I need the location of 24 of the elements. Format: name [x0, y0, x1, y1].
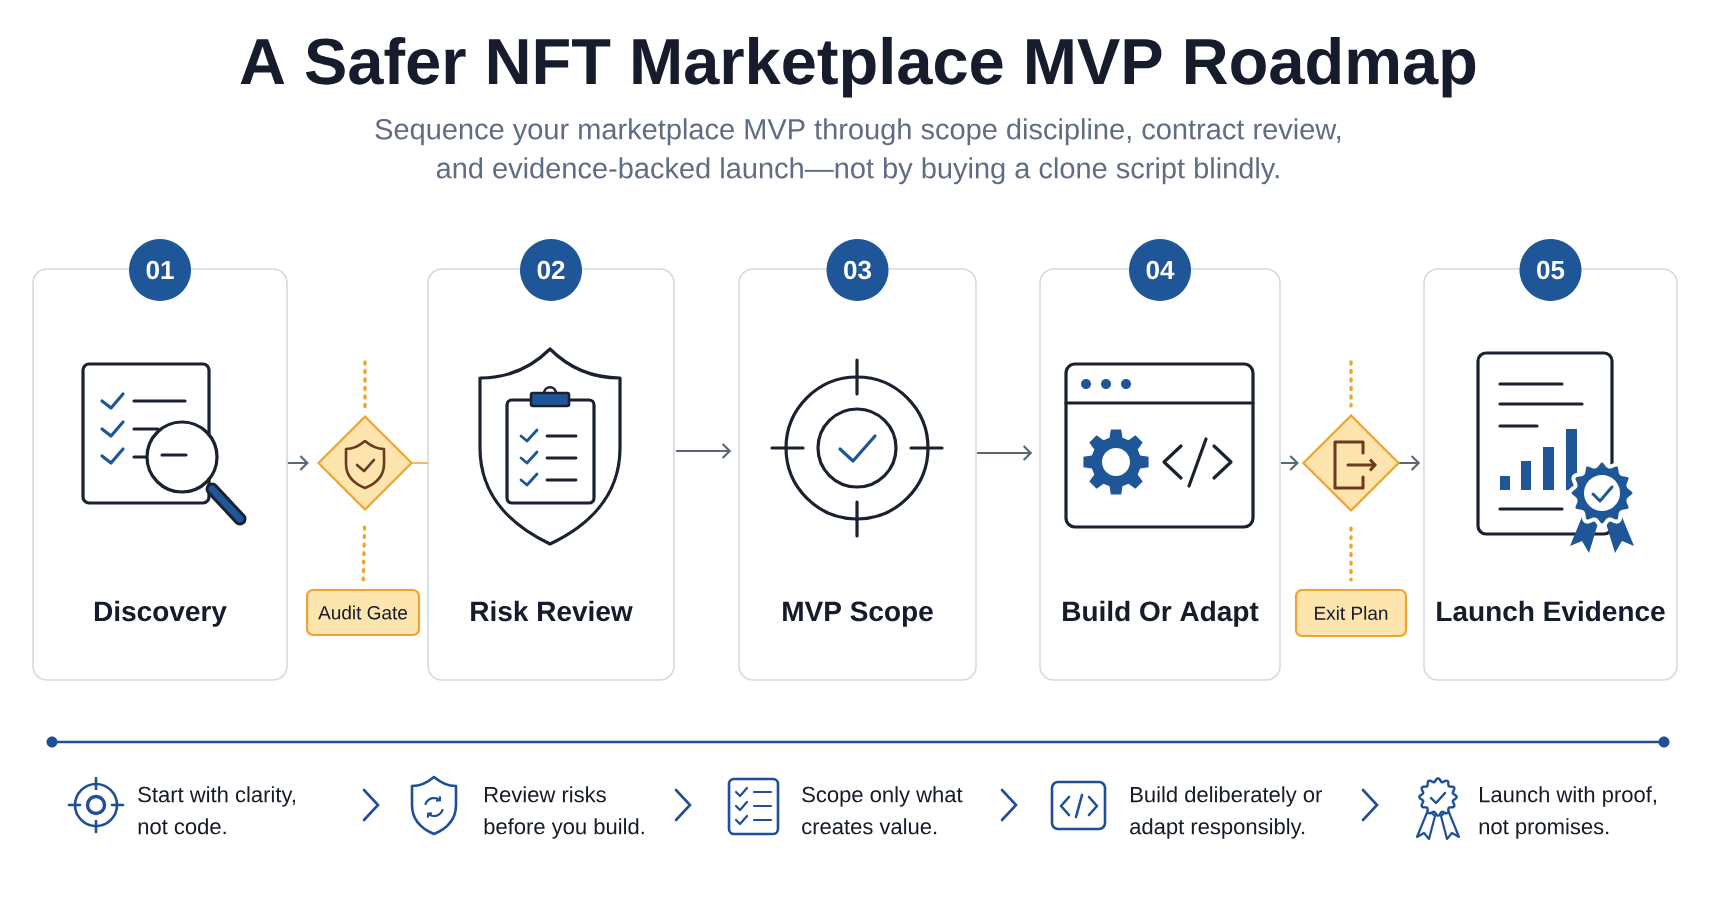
- arrow: [976, 445, 1033, 461]
- dotted-line: [361, 525, 367, 582]
- summary-text: Scope only what creates value.: [802, 786, 963, 835]
- summary-text: Review risks before you build.: [484, 786, 644, 839]
- dotted-line: [1349, 526, 1353, 582]
- summary-text: Build deliberately or adapt responsibly.: [1130, 786, 1322, 839]
- gate-tag: Exit Plan: [1294, 588, 1408, 638]
- arrow: [287, 455, 309, 471]
- arrow: [1280, 455, 1299, 471]
- arrow: [675, 443, 732, 459]
- title: A Safer NFT Marketplace MVP Roadmap: [240, 36, 1476, 98]
- subtitle: Sequence your marketplace MVP through scope discipline, contract review, and evidence-backed launch—not by buying a clone script blindly.: [375, 118, 1341, 185]
- arrow: [1399, 455, 1421, 471]
- dotted-line: [363, 360, 367, 409]
- number-badge: 01: [129, 239, 191, 301]
- connector-line: [412, 462, 428, 464]
- summary-text: Launch with proof, not promises.: [1479, 786, 1656, 839]
- number-badge: 05: [1519, 239, 1582, 301]
- number-badge: 03: [826, 239, 889, 301]
- dotted-line: [1349, 360, 1353, 408]
- summary-text: Start with clarity, not code.: [138, 786, 295, 835]
- number-badge: 02: [520, 239, 582, 301]
- gate-tag: Audit Gate: [305, 588, 421, 637]
- number-badge: 04: [1129, 239, 1191, 301]
